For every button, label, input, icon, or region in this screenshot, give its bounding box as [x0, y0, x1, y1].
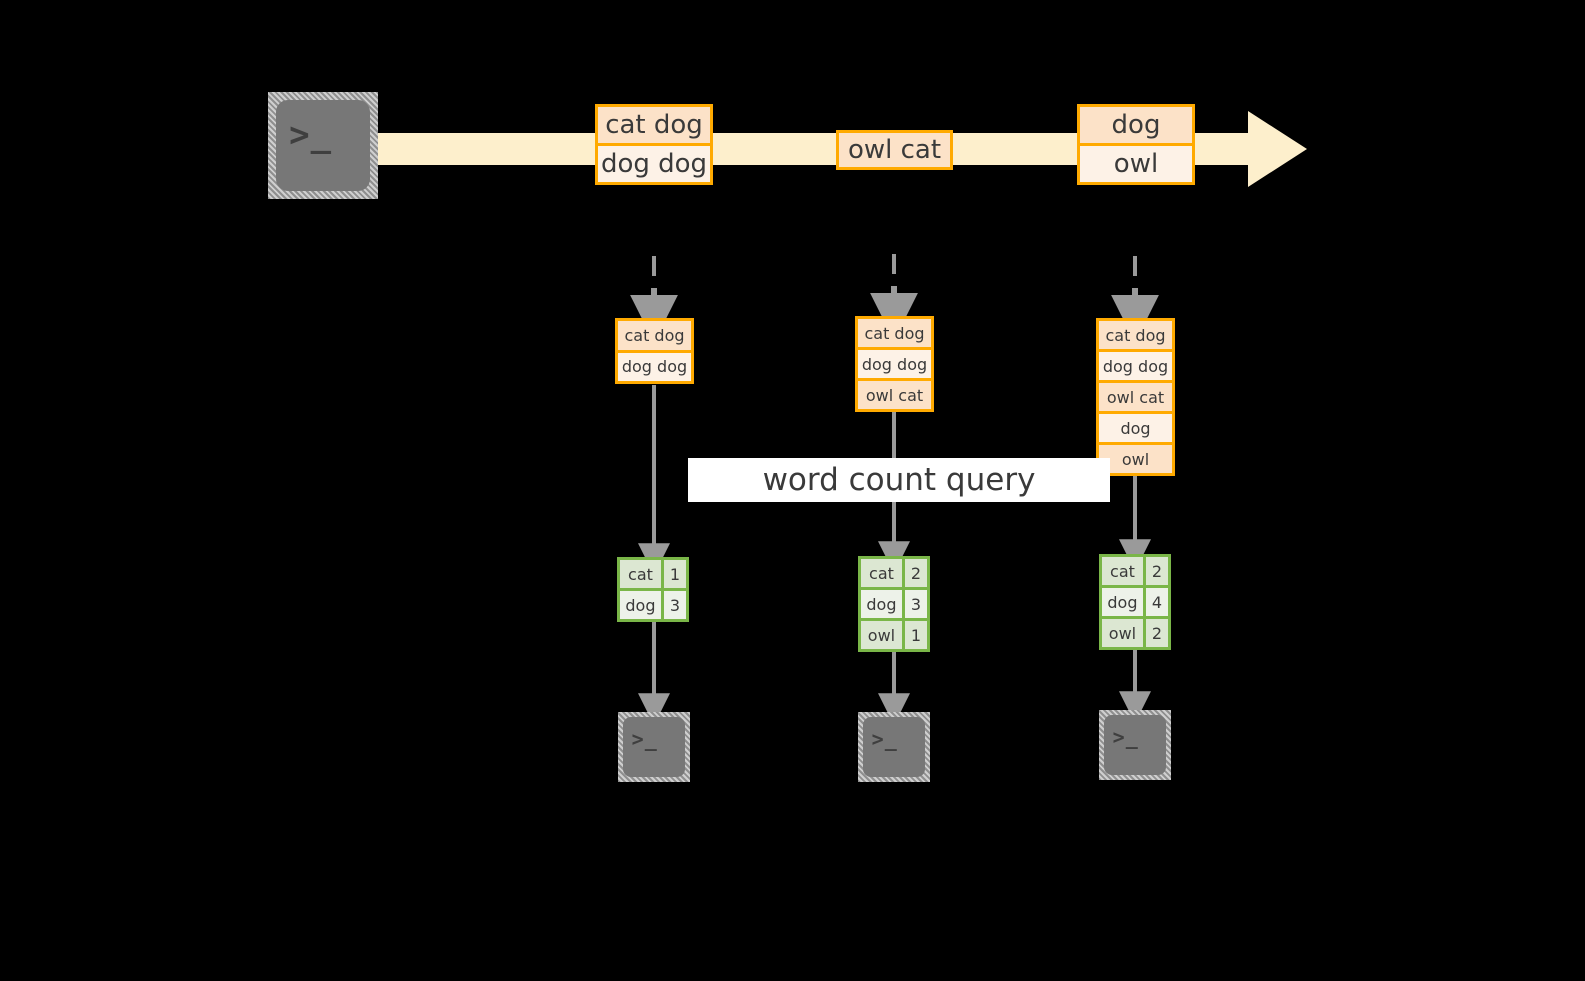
result-count: 4: [1142, 588, 1168, 616]
query-label-text: word count query: [762, 462, 1036, 498]
stream-batch-1[interactable]: cat dog dog dog: [595, 104, 713, 185]
input-table-1[interactable]: cat dog dog dog: [615, 318, 694, 384]
table-row[interactable]: dog 4: [1102, 585, 1168, 616]
result-count: 2: [901, 559, 927, 587]
stream-batch-line: dog dog: [598, 143, 710, 182]
result-word: cat: [1102, 557, 1143, 585]
terminal-screen: >_: [623, 717, 685, 777]
table-row[interactable]: cat 2: [861, 559, 927, 587]
input-table-row: owl cat: [858, 378, 931, 409]
table-row[interactable]: owl 2: [1102, 616, 1168, 647]
source-terminal-icon[interactable]: >_: [268, 92, 378, 199]
result-count: 1: [660, 560, 686, 588]
terminal-prompt-glyph: >_: [1112, 725, 1139, 749]
input-table-row: cat dog: [858, 319, 931, 347]
query-label: word count query: [688, 458, 1110, 502]
stream-batch-line: dog: [1080, 107, 1192, 143]
stream-batch-line: cat dog: [598, 107, 710, 143]
table-row[interactable]: dog 3: [861, 587, 927, 618]
stream-batch-line: owl cat: [839, 133, 950, 167]
input-table-row: dog dog: [618, 349, 691, 381]
input-table-row: owl: [1099, 442, 1172, 473]
result-word: cat: [861, 559, 902, 587]
terminal-screen: >_: [1104, 715, 1166, 775]
input-table-row: dog dog: [858, 347, 931, 378]
terminal-screen: >_: [863, 717, 925, 777]
input-table-2[interactable]: cat dog dog dog owl cat: [855, 316, 934, 412]
table-row[interactable]: owl 1: [861, 618, 927, 649]
terminal-prompt-glyph: >_: [289, 115, 333, 156]
sink-terminal-icon-2[interactable]: >_: [858, 712, 930, 782]
result-table-3[interactable]: cat 2 dog 4 owl 2: [1099, 554, 1171, 650]
terminal-prompt-glyph: >_: [871, 727, 898, 751]
input-table-row: cat dog: [1099, 321, 1172, 349]
sink-terminal-icon-3[interactable]: >_: [1099, 710, 1171, 780]
result-word: dog: [1102, 588, 1143, 616]
result-count: 2: [1142, 619, 1168, 647]
stream-batch-line: owl: [1080, 143, 1192, 182]
result-word: dog: [620, 591, 661, 619]
terminal-screen: >_: [276, 100, 370, 191]
input-table-row: cat dog: [618, 321, 691, 350]
result-word: dog: [861, 590, 902, 618]
input-table-row: dog dog: [1099, 349, 1172, 380]
table-row[interactable]: dog 3: [620, 588, 686, 619]
result-count: 3: [660, 591, 686, 619]
result-word: cat: [620, 560, 661, 588]
stream-batch-3[interactable]: dog owl: [1077, 104, 1195, 185]
result-count: 2: [1142, 557, 1168, 585]
sink-terminal-icon-1[interactable]: >_: [618, 712, 690, 782]
input-table-row: owl cat: [1099, 380, 1172, 411]
result-word: owl: [861, 621, 902, 649]
result-table-2[interactable]: cat 2 dog 3 owl 1: [858, 556, 930, 652]
input-table-row: dog: [1099, 411, 1172, 442]
result-word: owl: [1102, 619, 1143, 647]
result-table-1[interactable]: cat 1 dog 3: [617, 557, 689, 622]
result-count: 1: [901, 621, 927, 649]
terminal-prompt-glyph: >_: [631, 727, 658, 751]
table-row[interactable]: cat 2: [1102, 557, 1168, 585]
stream-batch-2[interactable]: owl cat: [836, 130, 953, 170]
input-table-3[interactable]: cat dog dog dog owl cat dog owl: [1096, 318, 1175, 476]
table-row[interactable]: cat 1: [620, 560, 686, 588]
result-count: 3: [901, 590, 927, 618]
